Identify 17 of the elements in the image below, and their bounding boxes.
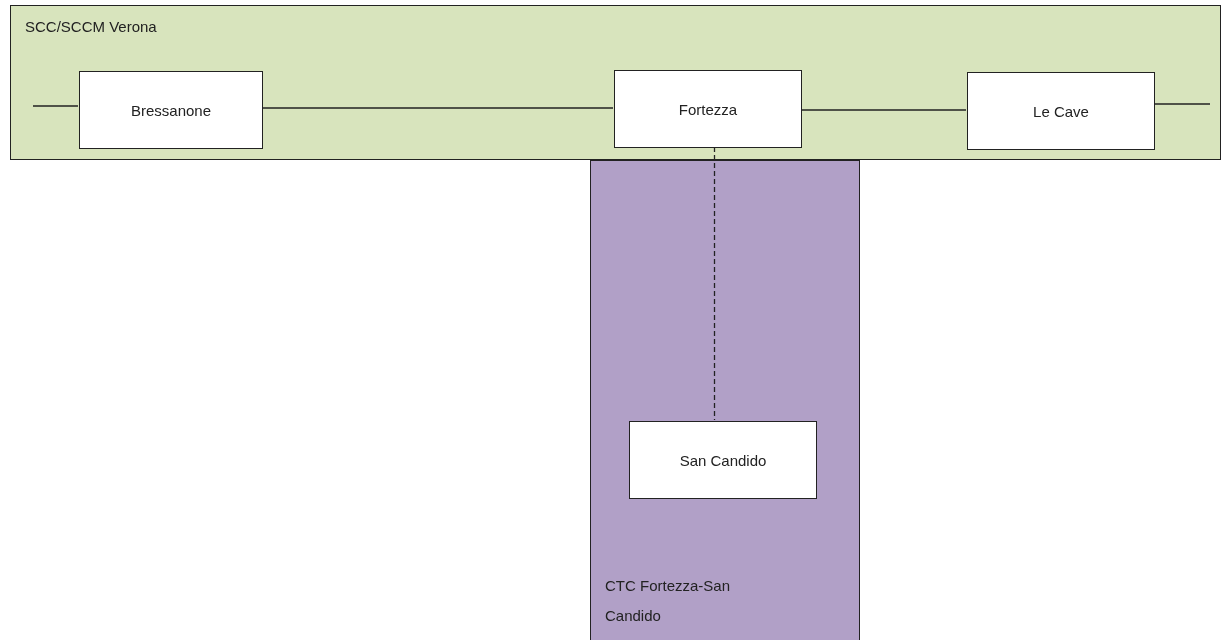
connector-line [800, 109, 967, 111]
connector-line [261, 107, 614, 109]
region-band [10, 5, 1221, 160]
connector-line [1153, 103, 1211, 105]
region-title: CTC Fortezza-San Candido [605, 576, 732, 626]
region-band [590, 160, 860, 640]
station-name: Fortezza [678, 100, 738, 118]
station-box [967, 72, 1155, 150]
station-box [79, 71, 263, 149]
connector-line [32, 105, 79, 107]
station-name: Bressanone [130, 101, 212, 119]
station-name: Le Cave [1033, 102, 1089, 120]
dashed-line [713, 146, 716, 421]
station-box [629, 421, 817, 499]
region-title: SCC/SCCM Verona [25, 18, 157, 35]
station-name: San Candido [679, 451, 767, 469]
station-box [614, 70, 802, 148]
